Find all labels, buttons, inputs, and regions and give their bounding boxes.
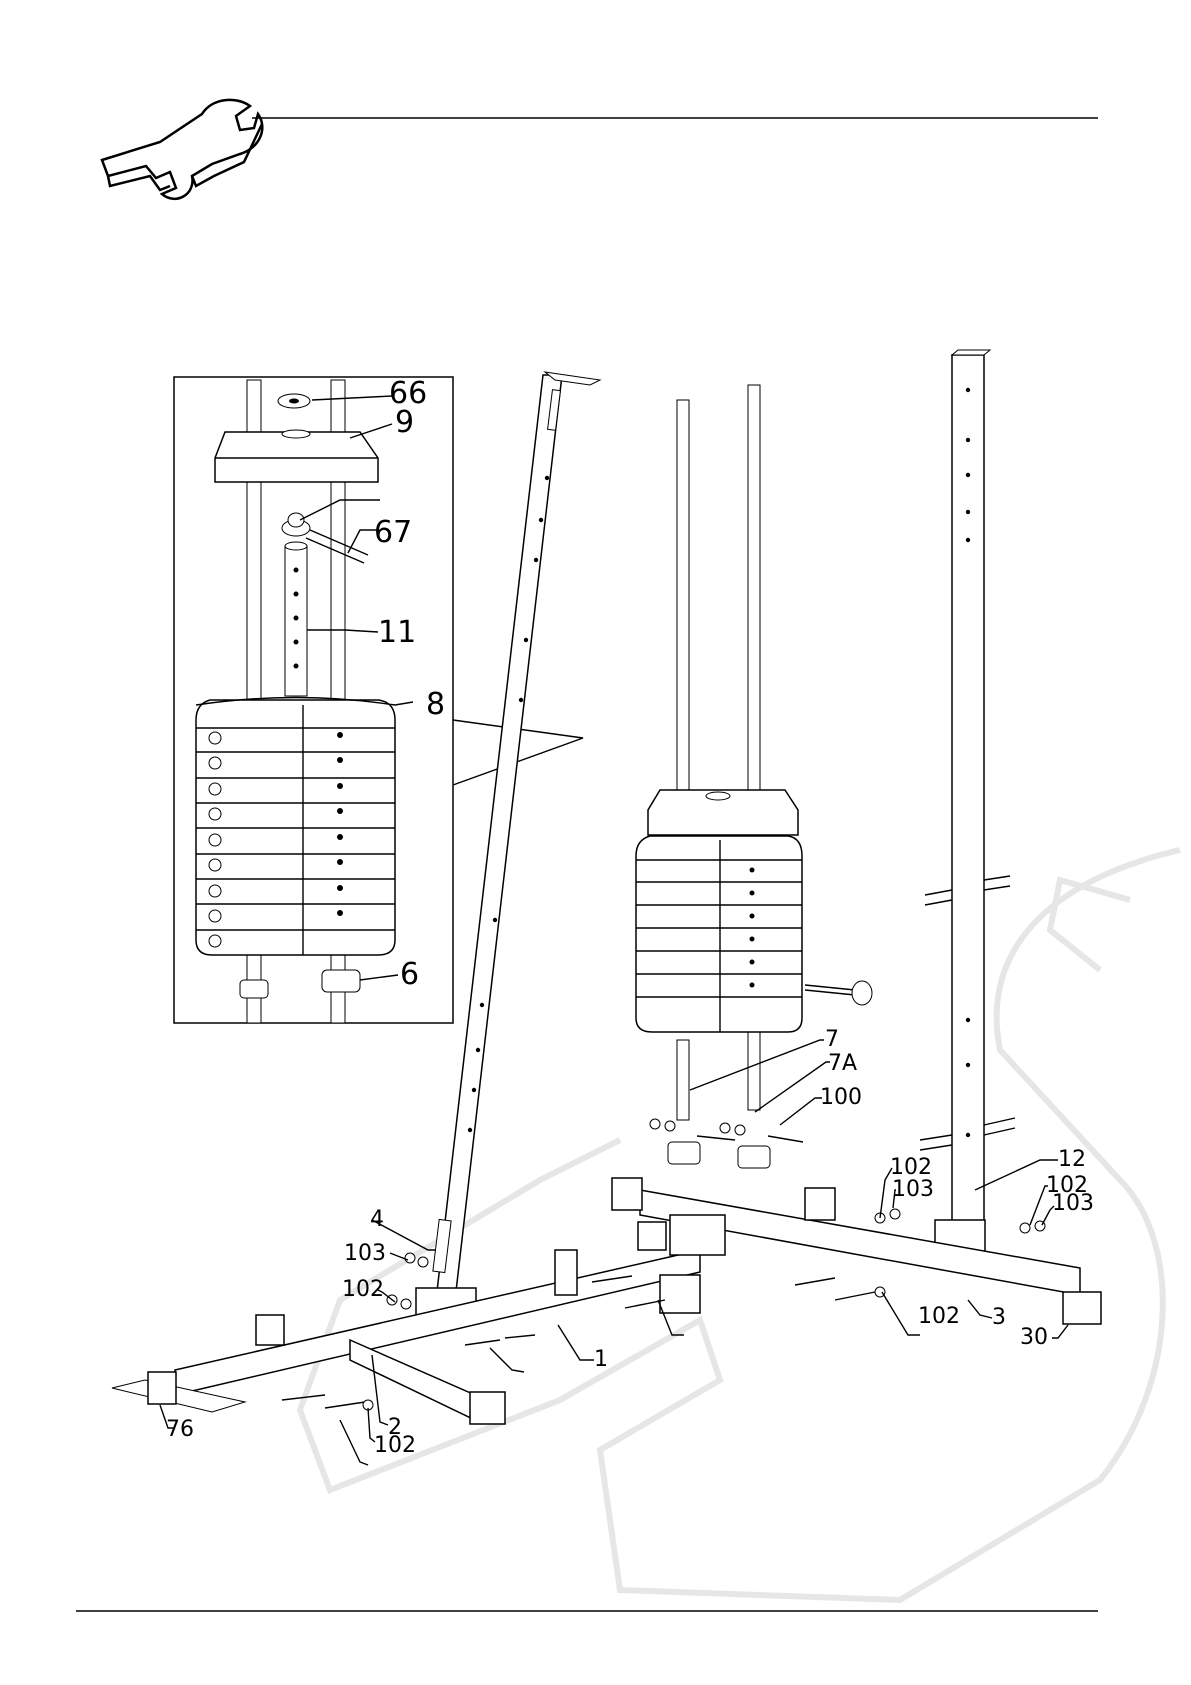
- wrench-icon: [102, 100, 262, 199]
- label-1: 1: [594, 1347, 608, 1372]
- label-9: 9: [395, 405, 414, 440]
- label-6: 6: [400, 957, 419, 992]
- label-102-front: 102: [374, 1433, 416, 1458]
- label-76: 76: [166, 1417, 194, 1442]
- label-30: 30: [1020, 1325, 1048, 1350]
- label-7a: 7A: [828, 1051, 857, 1076]
- label-8: 8: [426, 687, 445, 722]
- label-12: 12: [1058, 1147, 1086, 1172]
- label-102-right: 102: [918, 1304, 960, 1329]
- label-7: 7: [825, 1027, 839, 1052]
- label-102-left: 102: [342, 1277, 384, 1302]
- label-11: 11: [378, 615, 416, 650]
- label-4: 4: [370, 1207, 384, 1232]
- label-67: 67: [374, 515, 412, 550]
- label-103-rear-mid: 103: [892, 1177, 934, 1202]
- label-103-rear-right: 103: [1052, 1191, 1094, 1216]
- label-3: 3: [992, 1305, 1006, 1330]
- label-103-left: 103: [344, 1241, 386, 1266]
- label-100: 100: [820, 1085, 862, 1110]
